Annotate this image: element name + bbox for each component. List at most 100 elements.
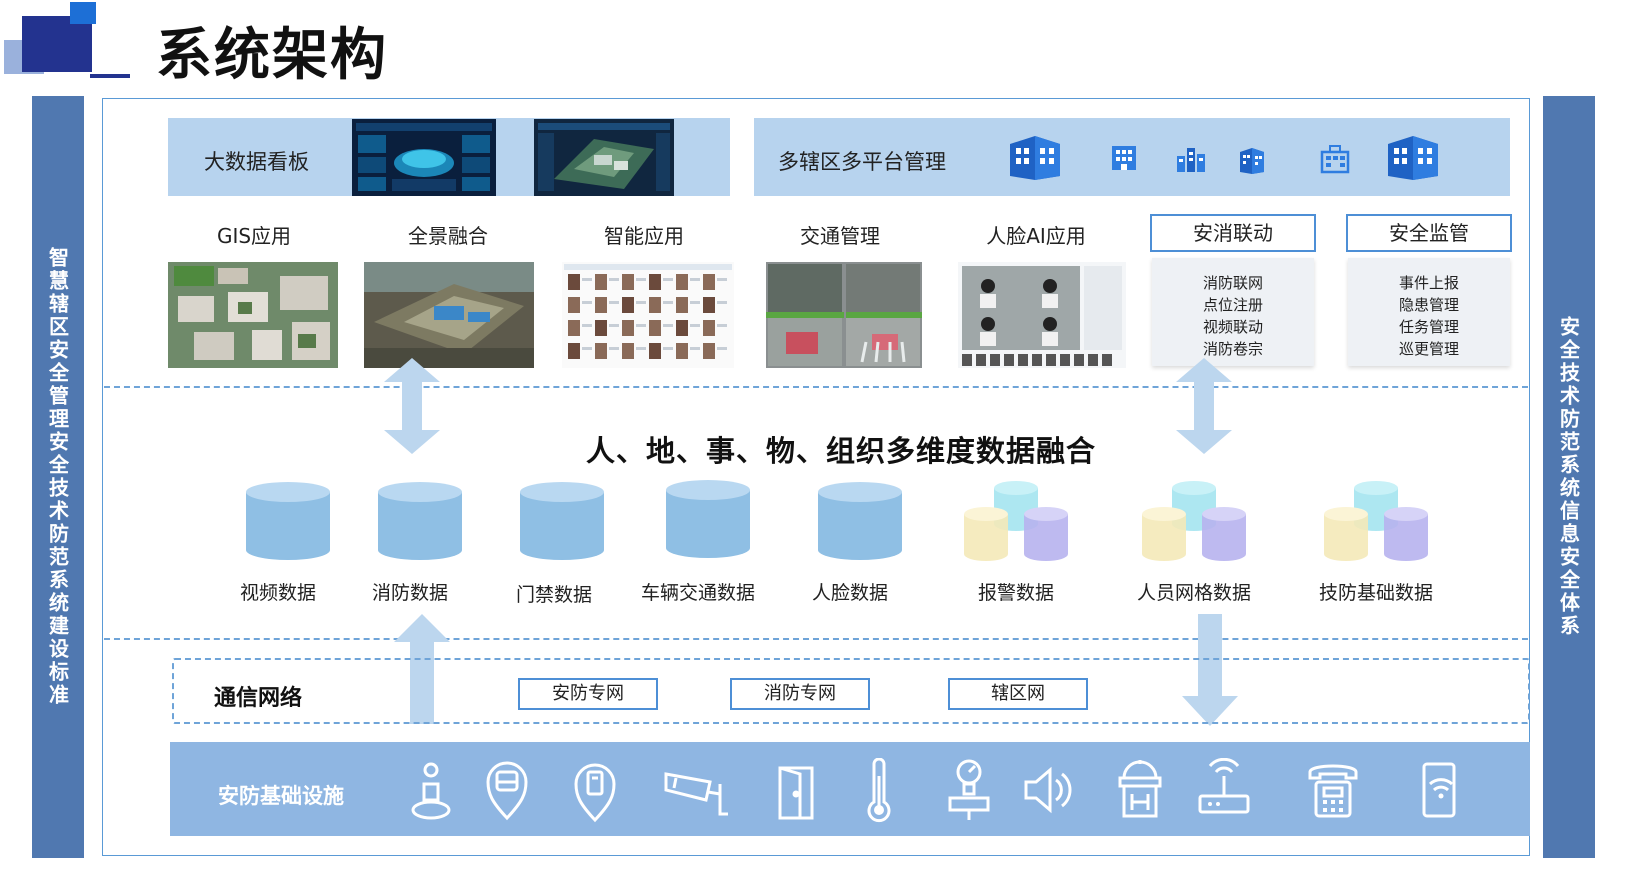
database-label: 门禁数据 <box>515 584 592 606</box>
fire-private-network: 消防专网 <box>730 678 870 710</box>
database-label: 人脸数据 <box>811 582 888 604</box>
face-thumbnail <box>703 343 715 359</box>
right-security-bar: 安全技术防范系统信息安全体系 <box>1543 96 1595 858</box>
face-caption-line <box>663 278 673 281</box>
face-thumbnail <box>622 320 634 336</box>
list-item: 点位注册 <box>1202 296 1263 314</box>
skyscraper-icon <box>1240 148 1264 174</box>
network-title: 通信网络 <box>214 686 303 711</box>
face-thumbnail <box>703 274 715 290</box>
app-label-traffic: 交通管理 <box>800 224 880 248</box>
district-network: 辖区网 <box>948 678 1088 710</box>
office-building-icon <box>1112 146 1136 170</box>
security-infrastructure-bar <box>170 742 1530 836</box>
card-reader-location-icon <box>574 763 616 823</box>
left-bar-label: 智慧辖区安全管理安全技术防范系统建设标准 <box>45 247 70 707</box>
database-label: 视频数据 <box>239 582 316 604</box>
thermometer-icon <box>867 758 891 823</box>
cctv-camera-icon <box>664 772 728 816</box>
list-item: 任务管理 <box>1398 318 1459 336</box>
face-caption-line <box>717 278 727 281</box>
face-thumbnail <box>595 343 607 359</box>
face-thumbnail <box>676 274 688 290</box>
list-item: 事件上报 <box>1398 274 1459 292</box>
face-caption-line <box>663 347 673 350</box>
face-thumbnail <box>568 297 580 313</box>
gis-map-thumbnail <box>168 262 338 368</box>
face-thumbnail <box>568 320 580 336</box>
face-thumbnail <box>703 320 715 336</box>
app-label-face-ai: 人脸AI应用 <box>986 224 1086 248</box>
header-decor-square <box>22 16 92 72</box>
header-decor-square <box>70 2 96 24</box>
intercom-icon <box>411 762 451 820</box>
face-caption-line <box>609 278 619 281</box>
list-item: 巡更管理 <box>1398 340 1459 358</box>
face-thumbnail <box>622 297 634 313</box>
list-item: 隐患管理 <box>1398 296 1459 314</box>
data-fusion-title: 人、地、事、物、组织多维度数据融合 <box>586 434 1097 468</box>
mobile-wifi-icon <box>1422 762 1456 818</box>
security-supervision-list: 事件上报 隐患管理 任务管理 巡更管理 <box>1348 258 1510 366</box>
face-thumbnail <box>649 274 661 290</box>
city-buildings-icon <box>1177 148 1205 172</box>
face-caption-line <box>636 301 646 304</box>
database-label: 报警数据 <box>977 582 1054 604</box>
face-caption-line <box>609 324 619 327</box>
face-thumbnail <box>703 297 715 313</box>
telephone-icon <box>1308 764 1358 818</box>
face-caption-line <box>690 301 700 304</box>
speaker-icon <box>1024 766 1072 814</box>
face-caption-line <box>663 301 673 304</box>
layer-separator <box>104 638 1528 640</box>
face-database-icon <box>818 482 902 560</box>
face-thumbnail <box>676 297 688 313</box>
campus-3d-thumbnail <box>534 119 674 196</box>
access-control-database-icon <box>520 482 604 560</box>
layer-separator <box>104 386 1528 388</box>
face-caption-line <box>636 347 646 350</box>
left-standards-bar: 智慧辖区安全管理安全技术防范系统建设标准 <box>32 96 84 858</box>
face-thumbnail <box>595 274 607 290</box>
fire-database-icon <box>378 482 462 560</box>
app-label-gis: GIS应用 <box>216 224 292 248</box>
app-label-intelligent: 智能应用 <box>604 224 684 248</box>
big-data-dashboard-label: 大数据看板 <box>204 150 309 174</box>
header-decor-line <box>90 74 130 78</box>
face-caption-line <box>582 301 592 304</box>
face-thumbnail <box>595 297 607 313</box>
fire-hydrant-icon <box>1118 760 1162 818</box>
face-caption-line <box>609 347 619 350</box>
database-label: 人员网格数据 <box>1136 582 1251 604</box>
face-thumbnail <box>568 274 580 290</box>
right-bar-label: 安全技术防范系统信息安全体系 <box>1556 316 1581 638</box>
database-label: 车辆交通数据 <box>640 582 755 604</box>
face-thumbnail <box>676 320 688 336</box>
face-caption-line <box>609 301 619 304</box>
face-thumbnail <box>649 343 661 359</box>
face-caption-line <box>717 347 727 350</box>
face-thumbnail <box>649 297 661 313</box>
door-icon <box>778 766 814 820</box>
page-title: 系统架构 <box>156 23 388 88</box>
face-caption-line <box>582 347 592 350</box>
apartment-icon <box>1320 145 1350 174</box>
down-arrow <box>1182 614 1238 726</box>
traffic-management-thumbnail <box>766 262 922 368</box>
face-caption-line <box>582 324 592 327</box>
dashboard-thumbnail <box>352 119 496 196</box>
infrastructure-title: 安防基础设施 <box>218 784 344 808</box>
face-thumbnail <box>676 343 688 359</box>
alarm-database-icon <box>964 481 1068 561</box>
list-item: 视频联动 <box>1202 318 1263 336</box>
face-caption-line <box>582 278 592 281</box>
database-label: 消防数据 <box>371 582 448 604</box>
face-caption-line <box>717 301 727 304</box>
face-caption-line <box>636 324 646 327</box>
face-thumbnail <box>622 274 634 290</box>
face-ai-thumbnail <box>958 262 1126 368</box>
video-database-icon <box>246 482 330 560</box>
list-item: 消防联网 <box>1202 274 1263 292</box>
vehicle-traffic-database-icon <box>666 480 750 558</box>
face-thumbnail <box>595 320 607 336</box>
